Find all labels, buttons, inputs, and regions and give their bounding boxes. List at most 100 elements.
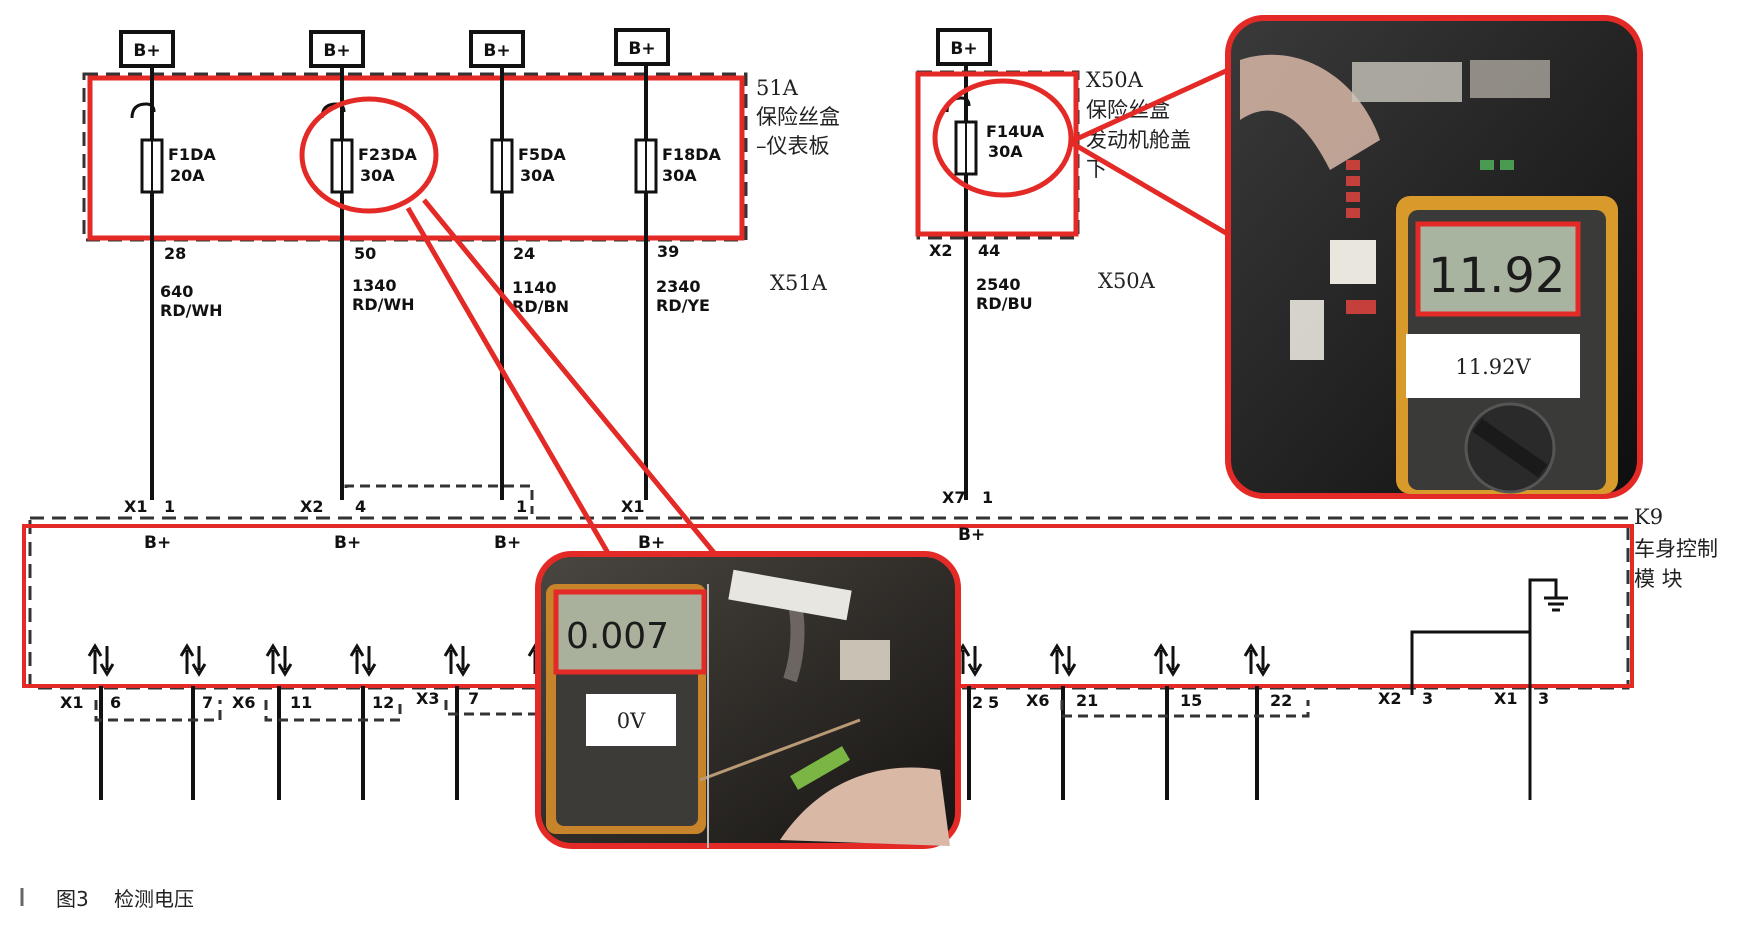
f14ua-highlight-circle: [932, 78, 1074, 198]
svg-text:X1: X1: [60, 693, 83, 712]
f23da-highlight-circle: [299, 96, 439, 214]
svg-text:30A: 30A: [662, 166, 697, 185]
io-arrow-pair: [1243, 643, 1271, 677]
io-arrow-pair: [265, 643, 293, 677]
svg-text:X1: X1: [621, 497, 644, 516]
svg-text:7: 7: [202, 693, 213, 712]
fuse-box-50a-highlight: [915, 71, 1079, 237]
meter-center-reading-label: 0V: [617, 709, 646, 733]
io-arrow-pair: [179, 643, 207, 677]
svg-text:30A: 30A: [988, 142, 1023, 161]
svg-text:RD/BU: RD/BU: [976, 294, 1033, 313]
svg-text:RD/WH: RD/WH: [352, 295, 414, 314]
svg-text:B+: B+: [494, 533, 521, 553]
fuse-f23da: F23DA 30A: [330, 138, 417, 194]
io-arrow-pair: [1153, 643, 1181, 677]
svg-text:B+: B+: [950, 39, 977, 59]
svg-text:X2: X2: [1378, 689, 1401, 708]
svg-text:3: 3: [1422, 689, 1433, 708]
fuse-box-51a-name1: 保险丝盒: [756, 105, 840, 129]
b-plus-tag-5: B+: [936, 28, 992, 66]
connector-x51a: X51A: [770, 271, 828, 295]
svg-text:30A: 30A: [520, 166, 555, 185]
svg-text:1: 1: [982, 488, 993, 507]
svg-text:RD/BN: RD/BN: [512, 297, 569, 316]
multimeter-photo-center: 0.007 0V: [535, 551, 961, 849]
module-b-plus-labels: B+ B+ B+ B+ B+: [144, 525, 985, 553]
fuse-box-50a-name2: 发动机舱盖: [1086, 128, 1191, 152]
fuse-f18da: F18DA 30A: [634, 138, 721, 194]
module-k9-name1: 车身控制: [1634, 537, 1718, 561]
bottom-connector-brackets: [94, 700, 1310, 722]
svg-text:B+: B+: [483, 41, 510, 61]
svg-text:1140: 1140: [512, 278, 557, 297]
svg-text:6: 6: [110, 693, 121, 712]
svg-text:5: 5: [988, 693, 999, 712]
svg-text:2340: 2340: [656, 277, 701, 296]
svg-text:50: 50: [354, 244, 376, 263]
svg-text:4: 4: [355, 497, 366, 516]
svg-text:7: 7: [468, 689, 479, 708]
fuse-50a-wire-labels: X2 44 2540 RD/BU: [929, 241, 1033, 313]
io-arrow-pair: [87, 643, 115, 677]
module-k9-id: K9: [1634, 505, 1663, 529]
svg-text:B+: B+: [958, 525, 985, 545]
callout-lines: [405, 67, 1240, 562]
fuse-box-51a-id: 51A: [756, 76, 799, 100]
svg-text:B+: B+: [133, 41, 160, 61]
hook-symbol-1: [130, 102, 156, 119]
b-plus-tag-2: B+: [309, 30, 365, 68]
fuse-box-50a-id: X50A: [1086, 68, 1144, 92]
meter-right-reading-label: 11.92V: [1455, 355, 1531, 379]
svg-text:X1: X1: [124, 497, 147, 516]
fuse-box-51a-dashed: [82, 72, 748, 242]
module-top-pins: X1 1 X2 4 1 X1 X7 1: [124, 484, 993, 516]
svg-text:2540: 2540: [976, 275, 1021, 294]
svg-text:28: 28: [164, 244, 186, 263]
ground-symbol: [1410, 578, 1568, 800]
svg-text:F18DA: F18DA: [662, 145, 721, 164]
svg-text:20A: 20A: [170, 166, 205, 185]
svg-text:30A: 30A: [360, 166, 395, 185]
svg-text:F1DA: F1DA: [168, 145, 216, 164]
svg-text:2: 2: [972, 693, 983, 712]
svg-text:39: 39: [657, 242, 679, 261]
svg-text:3: 3: [1538, 689, 1549, 708]
svg-text:1: 1: [516, 497, 527, 516]
b-plus-tag-1: B+: [119, 30, 175, 68]
svg-text:B+: B+: [334, 533, 361, 553]
b-plus-tag-4: B+: [614, 28, 670, 66]
figure-caption: 图3 检测电压: [20, 887, 194, 911]
svg-text:RD/YE: RD/YE: [656, 296, 710, 315]
figure-title: 检测电压: [114, 887, 194, 911]
fuse-f1da: F1DA 20A: [140, 138, 216, 194]
svg-text:X6: X6: [232, 693, 255, 712]
svg-text:22: 22: [1270, 691, 1292, 710]
svg-text:1: 1: [164, 497, 175, 516]
svg-text:F23DA: F23DA: [358, 145, 417, 164]
meter-center-lcd: 0.007: [566, 616, 669, 657]
svg-text:RD/WH: RD/WH: [160, 301, 222, 320]
fuse-box-51a-name2: –仪表板: [756, 134, 830, 158]
svg-text:640: 640: [160, 282, 193, 301]
svg-text:21: 21: [1076, 691, 1098, 710]
fuse-f5da: F5DA 30A: [490, 138, 566, 194]
io-arrow-pair: [443, 643, 471, 677]
multimeter-photo-right: 11.92 11.92V: [1225, 15, 1643, 499]
svg-text:24: 24: [513, 244, 535, 263]
fuse-51a-wire-labels: 28 640 RD/WH 50 1340 RD/WH 24 1140 RD/BN…: [160, 242, 710, 320]
module-k9-dashed: [28, 516, 1630, 690]
svg-text:B+: B+: [628, 39, 655, 59]
svg-text:F14UA: F14UA: [986, 122, 1045, 141]
meter-right-lcd: 11.92: [1428, 248, 1565, 304]
svg-text:15: 15: [1180, 691, 1202, 710]
fuse-f14ua: F14UA 30A: [954, 120, 1045, 176]
svg-text:F5DA: F5DA: [518, 145, 566, 164]
svg-text:B+: B+: [144, 533, 171, 553]
module-k9-name2: 模 块: [1634, 567, 1683, 591]
svg-text:11: 11: [290, 693, 312, 712]
svg-text:44: 44: [978, 241, 1000, 260]
supply-wires: [150, 64, 968, 500]
svg-text:X6: X6: [1026, 691, 1049, 710]
